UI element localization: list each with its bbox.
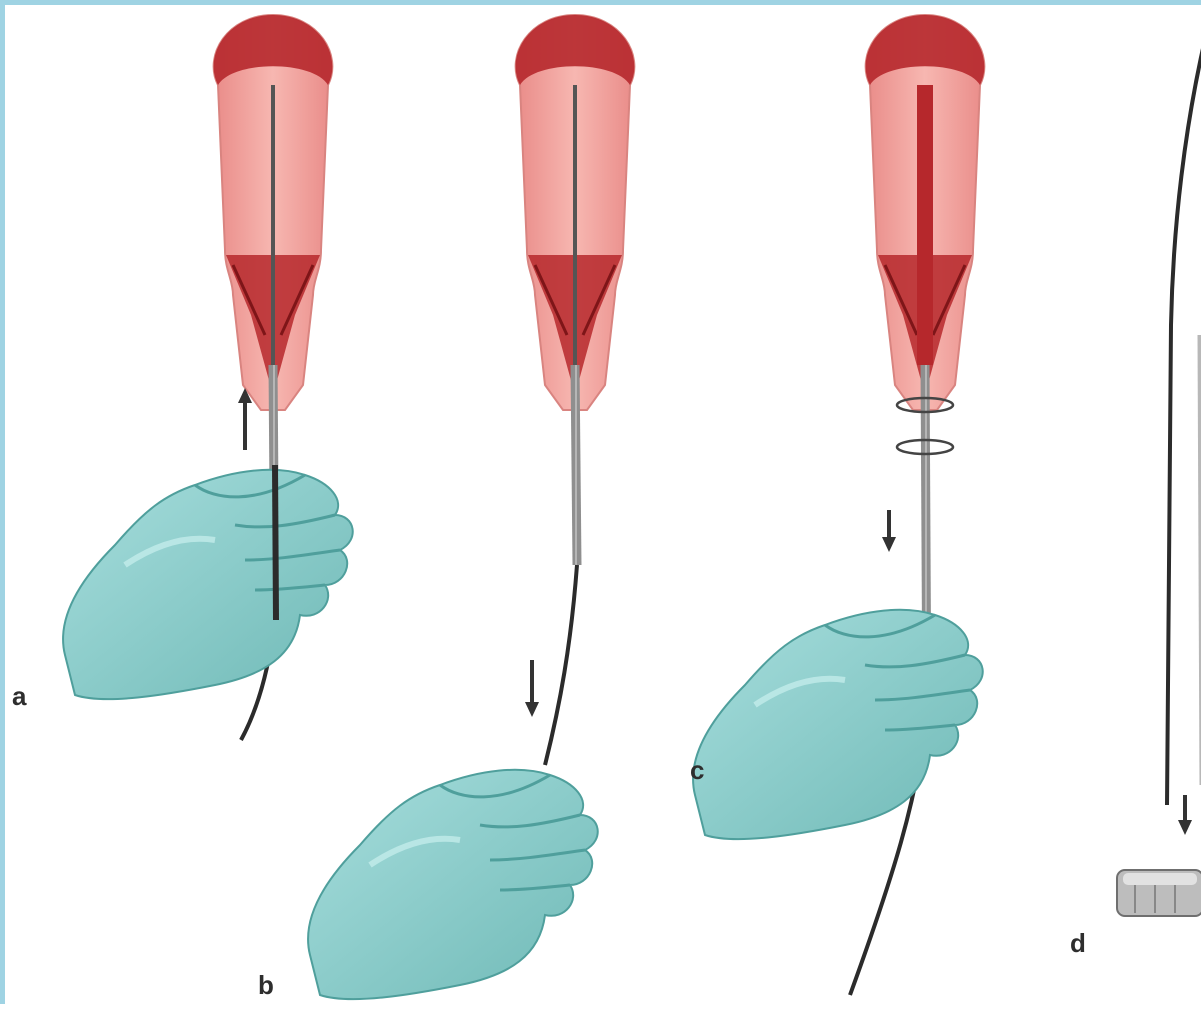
- panel-c-hand: [693, 610, 983, 839]
- panel-label-a: a: [12, 683, 26, 709]
- panel-c-arrow-down: [882, 510, 896, 552]
- panel-d-arrow-down: [1178, 795, 1192, 835]
- panel-label-c: c: [690, 757, 704, 783]
- panel-a-hand: [63, 470, 353, 699]
- panel-d-wire-and-catheter: [1167, 35, 1201, 825]
- panel-a-arrow-up: [238, 388, 252, 450]
- panel-label-b: b: [258, 972, 274, 998]
- panel-d-cap: [1117, 870, 1201, 916]
- panel-b-arrow-down: [525, 660, 539, 717]
- panel-label-d: d: [1070, 930, 1086, 956]
- procedure-illustration: [5, 5, 1201, 1009]
- panel-b-hand: [308, 770, 598, 999]
